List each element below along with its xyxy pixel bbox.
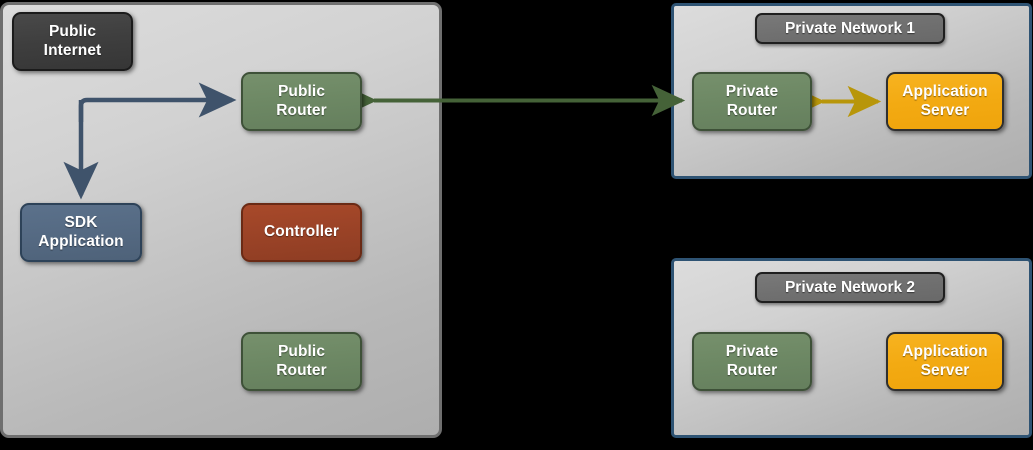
node-public-router-top-label: Public Router <box>276 83 327 119</box>
node-public-router-bottom-label: Public Router <box>276 343 327 379</box>
node-private-network-2-application-server[interactable]: Application Server <box>886 332 1004 391</box>
node-private-network-1-application-server[interactable]: Application Server <box>886 72 1004 131</box>
node-private-network-1-private-router-label: Private Router <box>725 83 779 119</box>
node-private-network-1-private-router[interactable]: Private Router <box>692 72 812 131</box>
node-sdk-application[interactable]: SDK Application <box>20 203 142 262</box>
private-network-2-title: Private Network 2 <box>755 272 945 303</box>
node-public-internet[interactable]: Public Internet <box>12 12 133 71</box>
node-private-network-2-application-server-label: Application Server <box>902 343 988 379</box>
node-private-network-2-private-router[interactable]: Private Router <box>692 332 812 391</box>
node-controller-label: Controller <box>263 223 340 241</box>
node-private-network-1-application-server-label: Application Server <box>902 83 988 119</box>
private-network-1-title: Private Network 1 <box>755 13 945 44</box>
node-public-router-bottom[interactable]: Public Router <box>241 332 362 391</box>
node-private-network-2-private-router-label: Private Router <box>725 343 779 379</box>
private-network-1-title-label: Private Network 1 <box>784 19 916 37</box>
node-public-router-top[interactable]: Public Router <box>241 72 362 131</box>
private-network-2-title-label: Private Network 2 <box>784 278 916 296</box>
node-sdk-application-label: SDK Application <box>38 214 124 250</box>
node-public-internet-label: Public Internet <box>43 23 102 59</box>
node-controller[interactable]: Controller <box>241 203 362 262</box>
